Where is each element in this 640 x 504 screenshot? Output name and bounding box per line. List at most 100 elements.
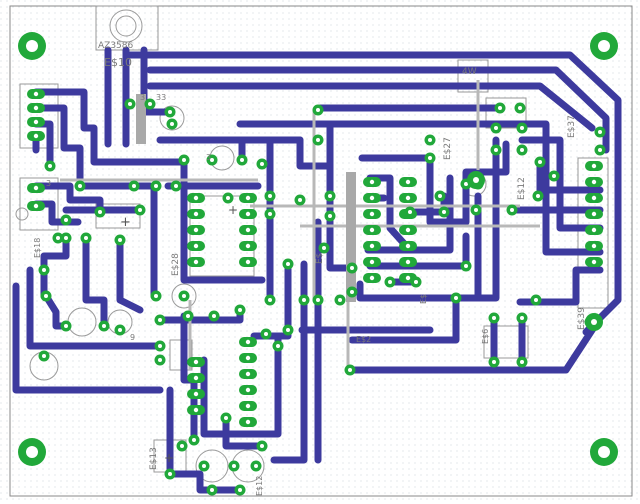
pad-drill [238,488,242,492]
pin-plus-bottom-label: + [164,451,174,465]
ref-e2-label: E$2 [356,335,371,344]
ref-e39-label: E$39 [577,307,587,330]
pad-drill [464,264,468,268]
ref-e28-label: E$28 [171,253,181,276]
pin-plus-mid-label: + [228,203,238,217]
pad-drill [598,148,602,152]
trace [116,236,144,314]
diode-outline-bottom [483,325,529,359]
pad-drill [322,246,326,250]
pin3-mid-label: 3 [206,153,211,162]
pad-drill [132,184,136,188]
diode-outline-top [485,97,527,129]
pad-drill [268,298,272,302]
trace [26,266,164,350]
label-layer: AZ3586 E$10 3 33 4W E$27 E$37 E$28 E$39 … [33,41,587,496]
pad-drill [238,308,242,312]
mounting-holes [18,32,618,466]
pad-drill [286,328,290,332]
pad-drill [442,210,446,214]
pad-drill [245,195,251,201]
pad-drill [186,314,190,318]
regulator-tab-outline [109,9,143,43]
led-outline-1 [195,449,229,483]
resistor-4w-outline [457,59,489,93]
ref-e6-label: E$6 [481,329,490,344]
pad-drill [182,158,186,162]
pad-drill [405,243,411,249]
pad-drill [369,179,375,185]
trace [366,174,412,252]
pad-drill [64,324,68,328]
trace [12,282,164,394]
pad-drill [328,214,332,218]
pad-drill [193,259,199,265]
pad-drill [98,210,102,214]
pad-drill [224,416,228,420]
pad-drill [494,126,498,130]
connector-outline-left-2 [19,177,59,231]
pin3-left-label: 3 [46,179,51,188]
pad-drill [591,319,597,325]
pad-drill [64,218,68,222]
trace [82,234,108,330]
header-outline-right [577,157,609,309]
pad-drill [202,464,206,468]
cap-radial-4 [171,283,197,309]
pad-drill [245,419,251,425]
ref-es-mid-label: E$ [419,294,428,304]
regulator-pin3-label: 3 [140,93,145,102]
pad-drill [182,294,186,298]
trace [356,192,482,302]
pad-drill [328,194,332,198]
pad-drill [464,182,468,186]
trace [146,66,610,154]
pad-drill [33,133,39,139]
pad-drill [405,179,411,185]
trace [326,120,356,272]
pad-drill [174,184,178,188]
pad-drill [33,119,39,125]
pad-drill [154,294,158,298]
resistor-4w-label: 4W [462,67,477,77]
pad-drill [591,227,597,233]
pad-drill [245,371,251,377]
pad-drill [193,391,199,397]
pad-drill [260,444,264,448]
ref-e27-label: E$27 [443,137,453,160]
pad-drill [64,236,68,240]
pad-drill [48,164,52,168]
ic-body-strip [346,172,356,302]
pad-drill [598,130,602,134]
trace [364,174,454,254]
pad-drill [158,344,162,348]
pad-drill [33,203,39,209]
pad-drill [128,102,132,106]
pad-drill [348,368,352,372]
pad-layer[interactable] [27,89,606,496]
ref-e13-label: E$13 [149,447,159,470]
pad-drill [240,158,244,162]
ref-e37-label: E$37 [567,115,577,138]
pad-drill [369,227,375,233]
pad-drill [154,184,158,188]
pad-drill [405,275,411,281]
pad-drill [268,212,272,216]
trace [146,82,596,132]
pad-drill [316,108,320,112]
pad-drill [369,243,375,249]
pad-drill [193,195,199,201]
regulator-label: AZ3586 [98,41,134,51]
pad-drill [474,208,478,212]
pad-drill [118,328,122,332]
trace [346,314,604,374]
trace [32,182,104,216]
pad-drill [492,316,496,320]
pad-drill [316,298,320,302]
pad-drill [286,262,290,266]
pad-drill [170,122,174,126]
pad-drill [226,196,230,200]
pad-drill [534,298,538,302]
